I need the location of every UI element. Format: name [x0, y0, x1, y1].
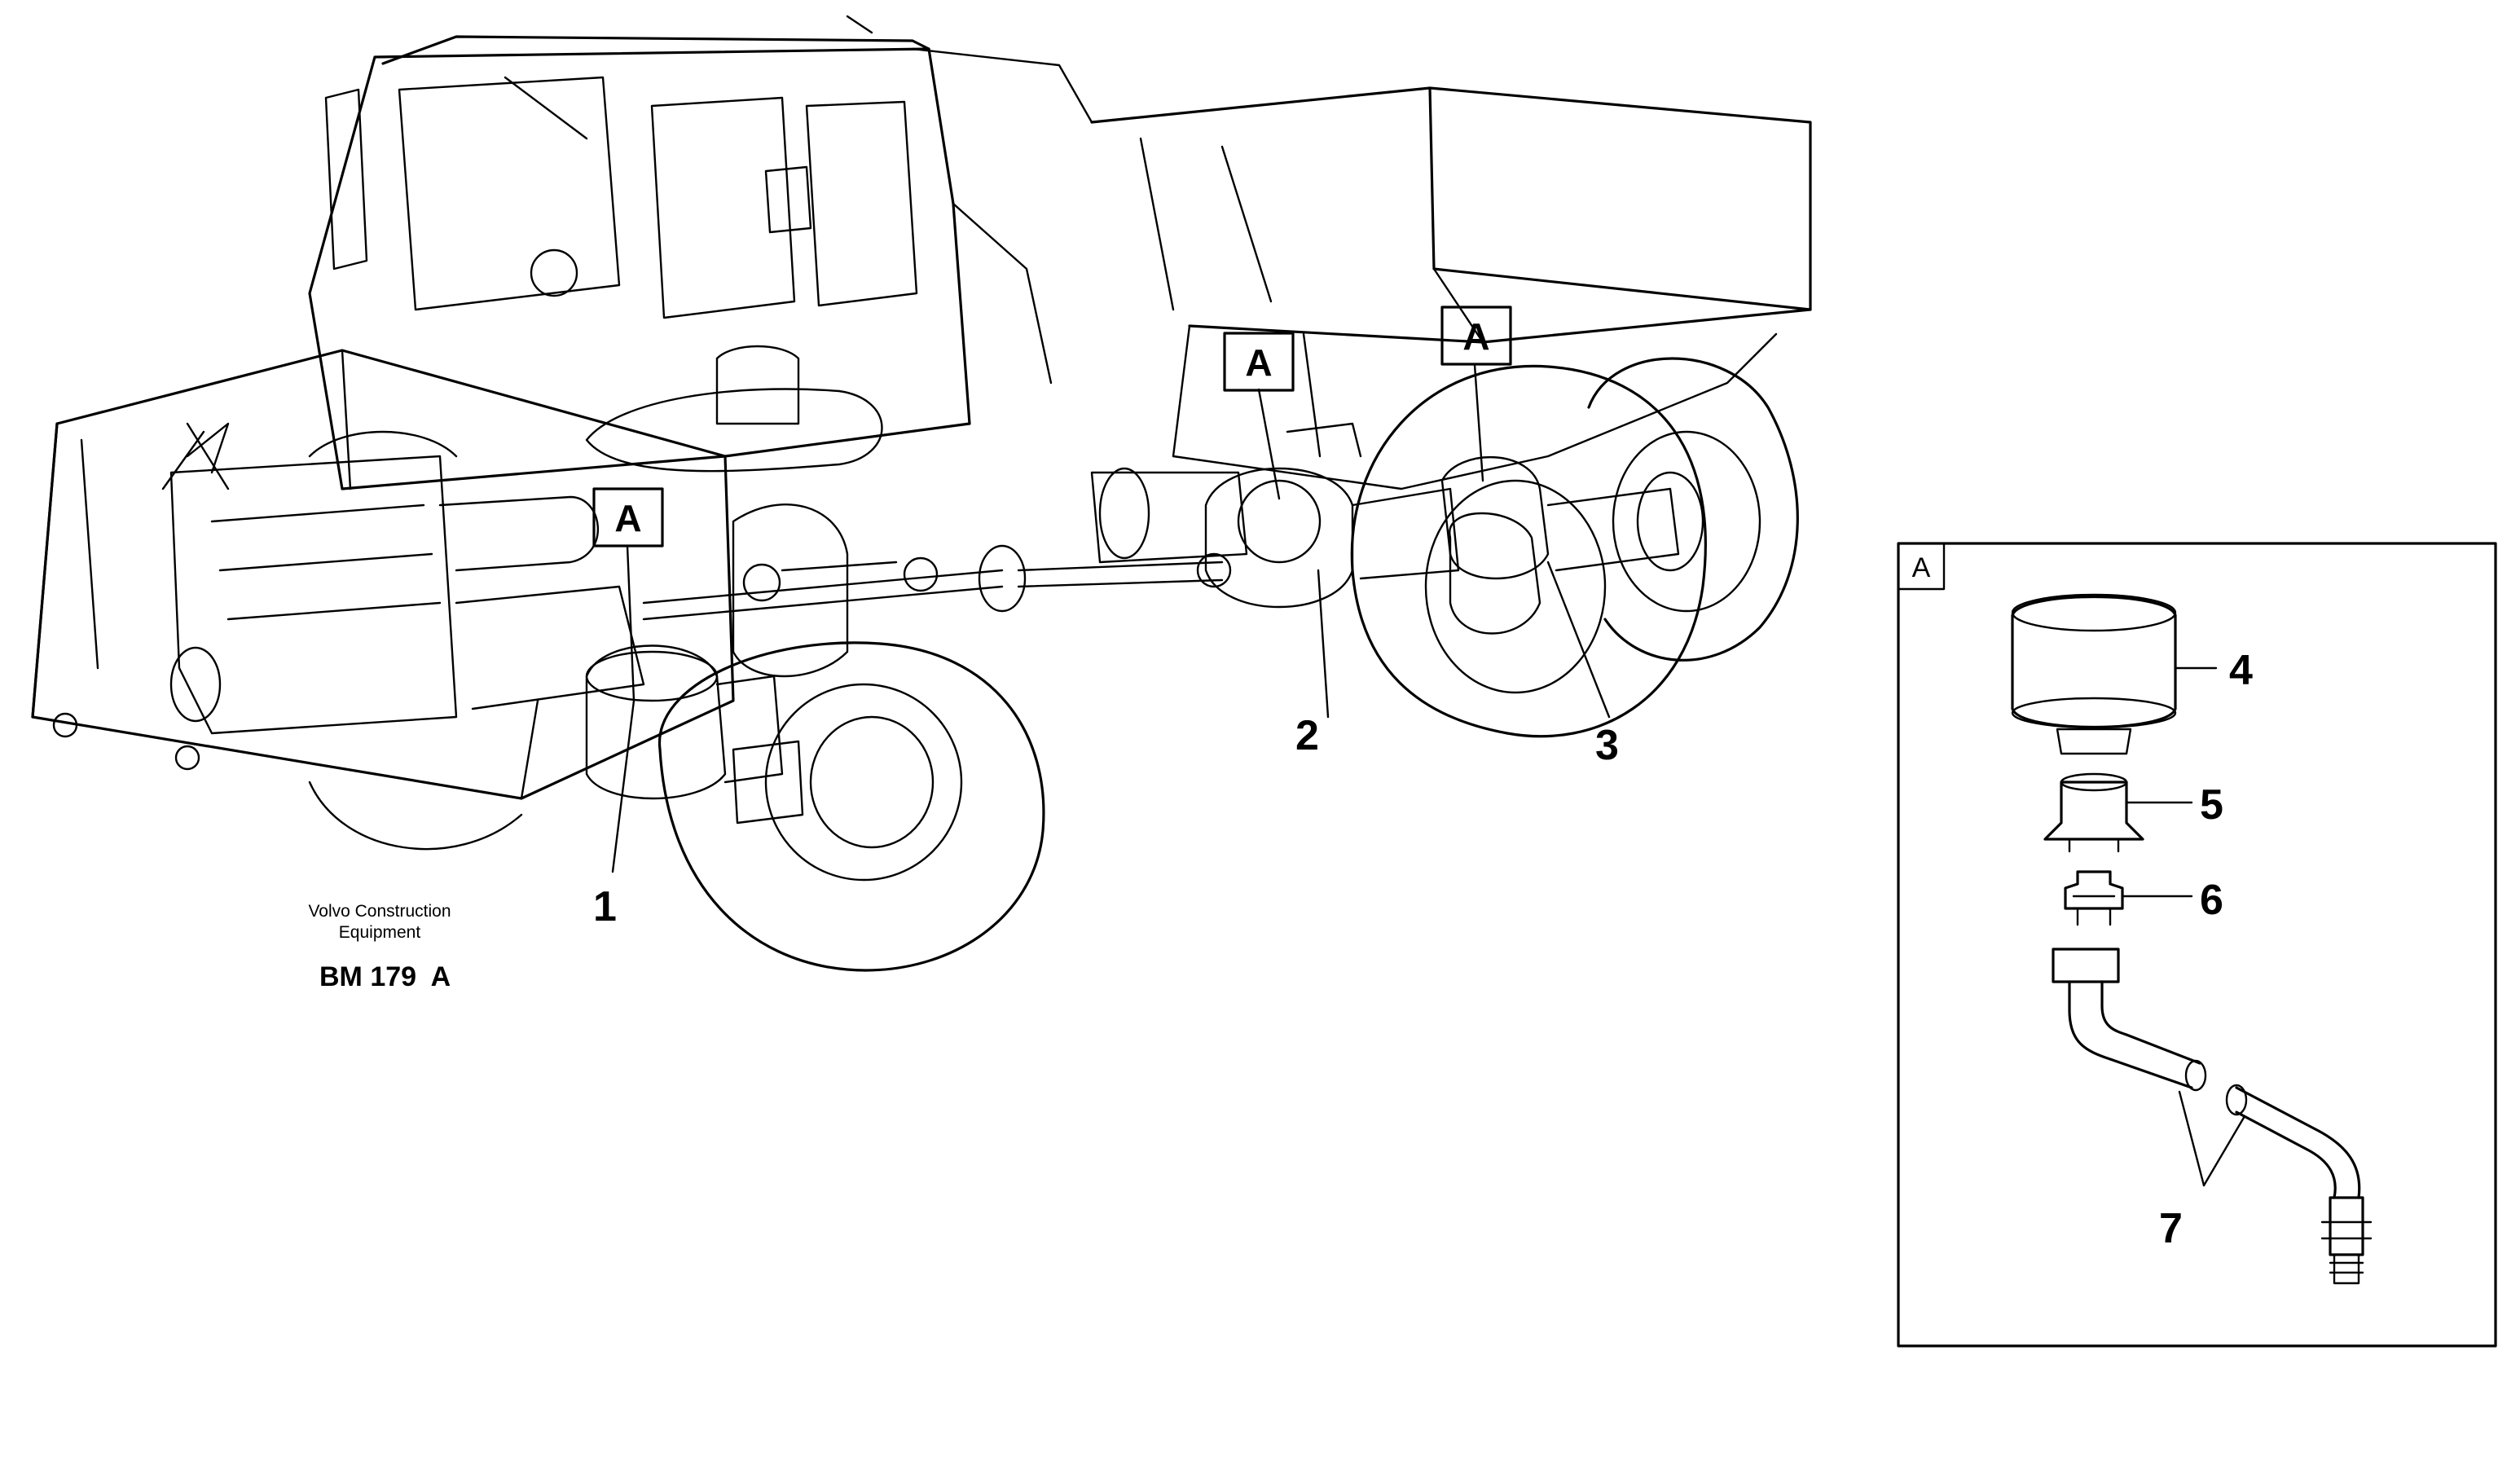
dump-body: [911, 47, 1812, 490]
engine-block: [161, 422, 645, 735]
item-number-4: 4: [2229, 647, 2253, 694]
callout-a-engine-label: A: [614, 497, 641, 539]
callout-a-bogie-front-label: A: [1245, 341, 1272, 384]
leader-lines: [611, 363, 1611, 873]
item-number-1: 1: [593, 883, 617, 930]
item-number-3: 3: [1595, 722, 1619, 769]
adapter-nipple: [2043, 772, 2193, 853]
callout-a-bogie-rear: A: [1440, 306, 1512, 366]
breather-cap: [2011, 593, 2218, 755]
callout-a-bogie-rear-label: A: [1462, 315, 1489, 358]
propeller-shafts: [642, 544, 1232, 621]
item-number-5: 5: [2200, 781, 2223, 829]
transmission: [585, 504, 898, 800]
rear-wheels: [1350, 357, 1799, 738]
credit-block: Volvo Construction Equipment BM 179 A: [308, 902, 451, 992]
detail-panel-corner-label: A: [1912, 552, 1931, 583]
engine-hood: [31, 345, 883, 800]
credit-line-1: Volvo Construction: [308, 902, 451, 921]
front-wheel: [308, 641, 1045, 972]
truck-illustration: A A A 1 2 3: [31, 15, 1812, 972]
reducing-nipple: [2064, 870, 2193, 926]
detail-panel-a: A: [1897, 542, 2497, 1348]
cab: [308, 15, 1053, 490]
bogie-axle-rear: [1440, 456, 1704, 635]
item-number-2: 2: [1295, 712, 1319, 759]
callout-a-bogie-front: A: [1223, 332, 1295, 392]
hose-assembly: [2052, 948, 2373, 1285]
item-number-6: 6: [2200, 877, 2223, 924]
credit-line-2: Equipment: [339, 923, 421, 942]
bogie-axle-front: [1090, 422, 1460, 609]
drawing-reference: BM 179 A: [319, 961, 451, 992]
item-number-7: 7: [2159, 1205, 2183, 1252]
callout-a-engine: A: [592, 487, 664, 548]
